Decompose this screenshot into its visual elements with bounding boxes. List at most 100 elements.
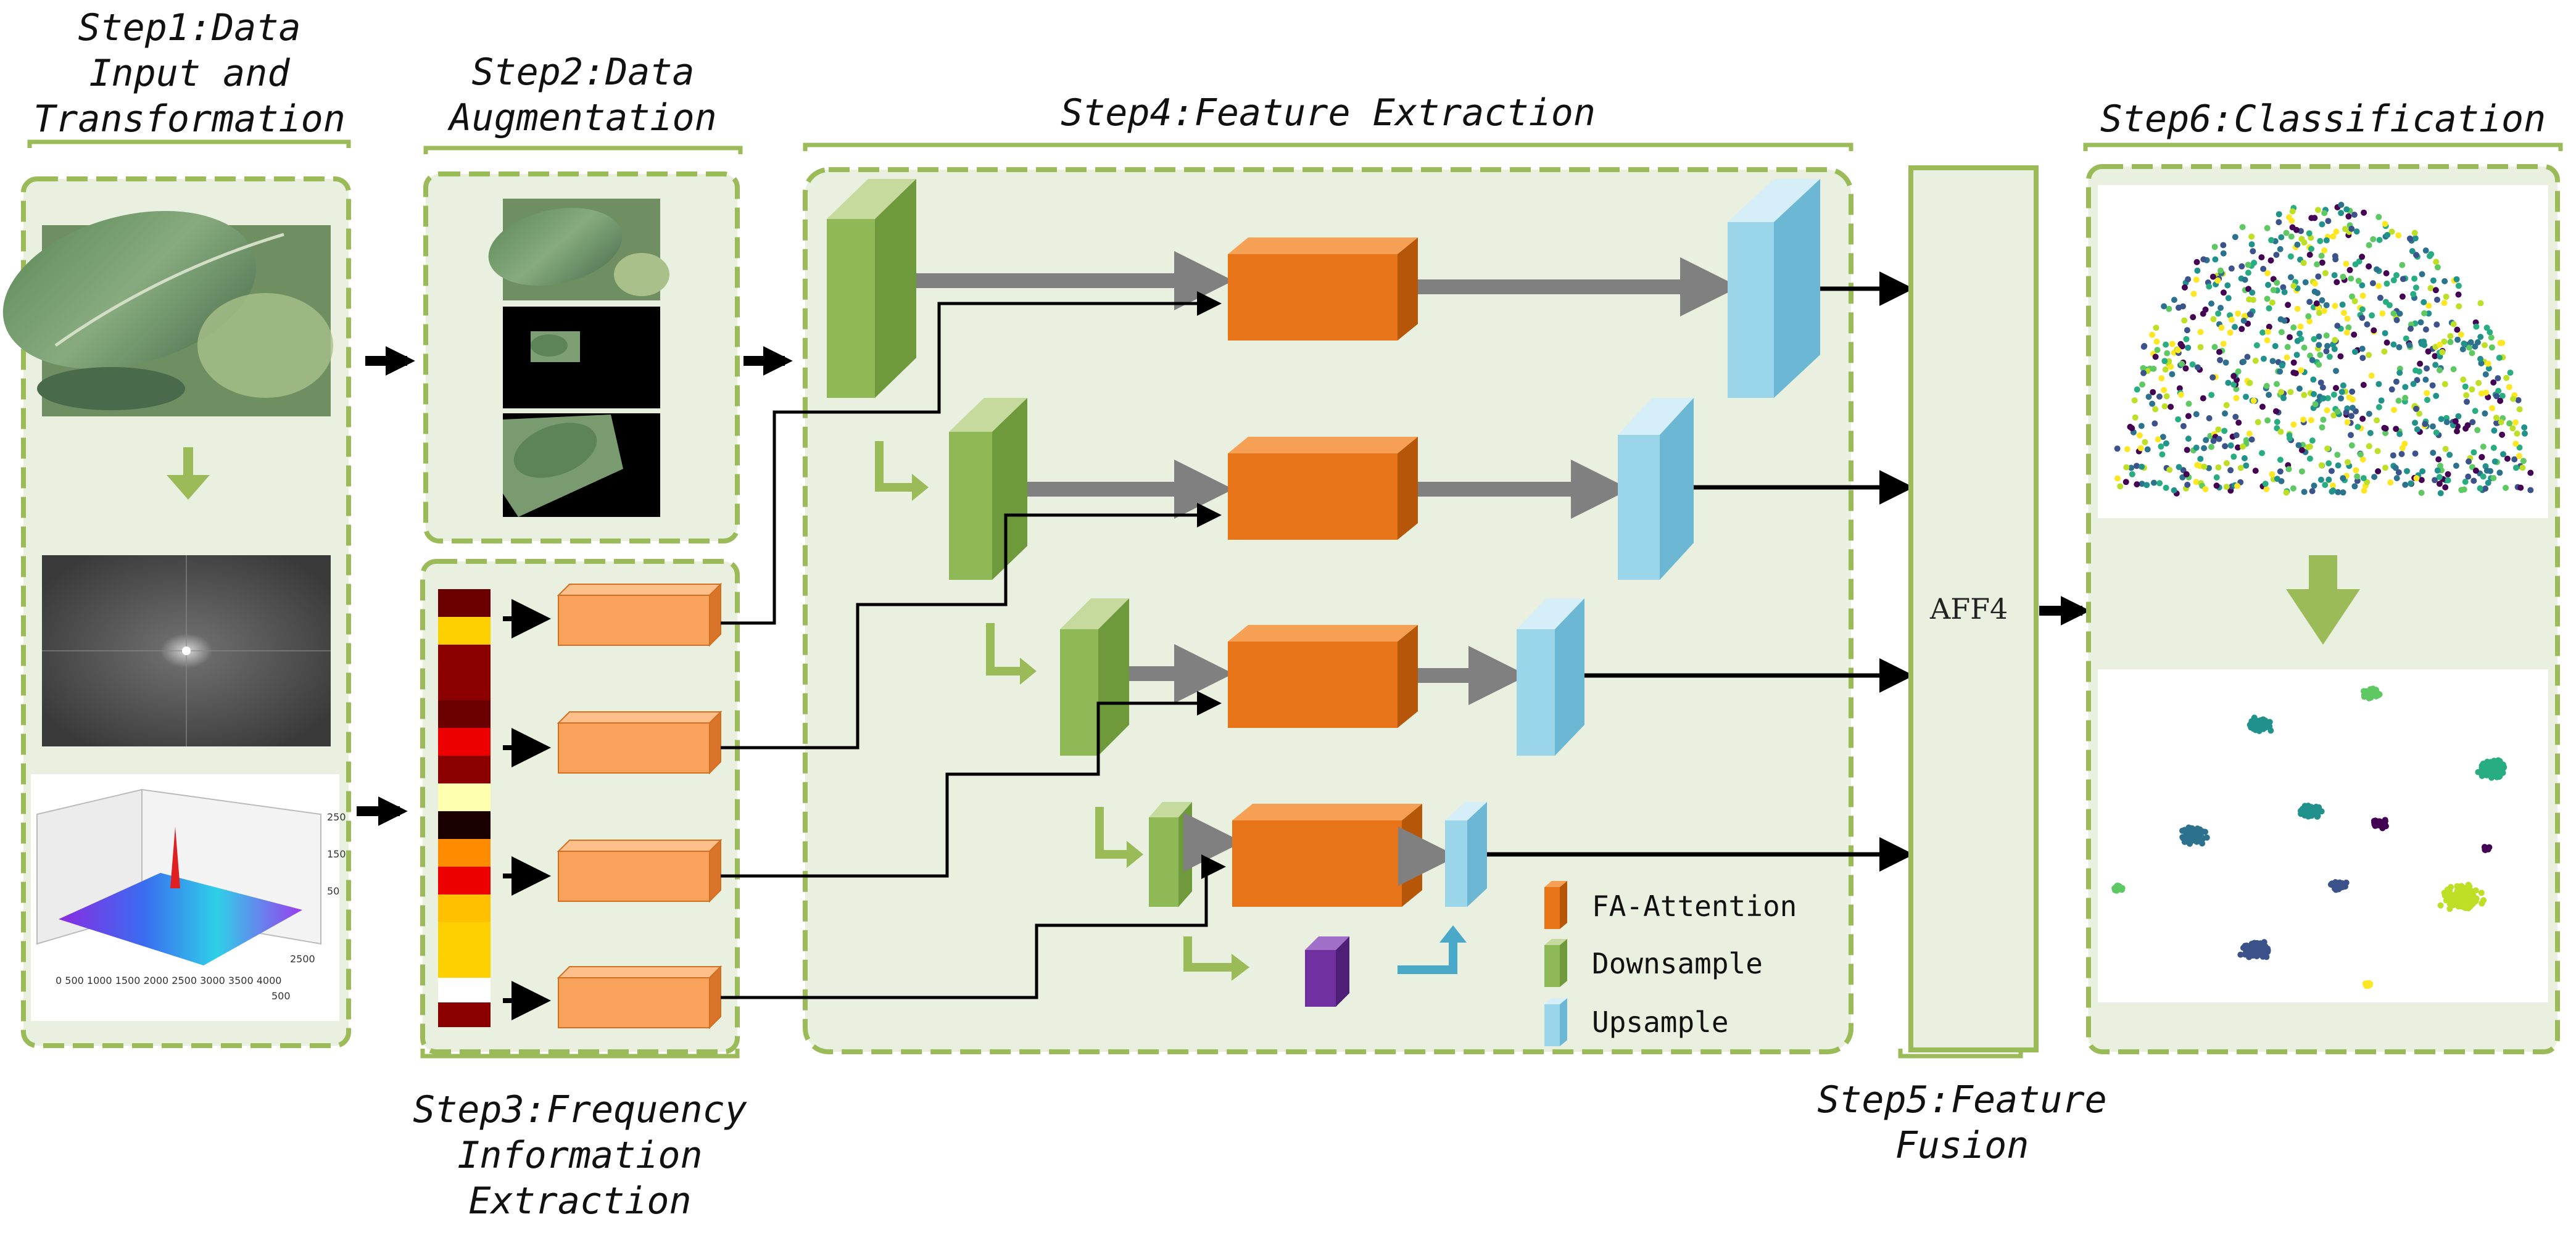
scatter-point: [2340, 475, 2346, 482]
scatter-point: [2140, 365, 2147, 371]
scatter-point: [2160, 434, 2166, 440]
scatter-point: [2412, 235, 2419, 242]
scatter-point: [2480, 444, 2487, 450]
scatter-point: [2200, 395, 2206, 402]
scatter-point: [2324, 342, 2330, 349]
scatter-point: [2298, 468, 2305, 475]
downsample-block-4: [1149, 802, 1192, 907]
scatter-point: [2161, 387, 2168, 394]
scatter-point: [2406, 235, 2413, 242]
scatter-point: [2190, 291, 2197, 297]
scatter-point: [2419, 468, 2426, 474]
scatter-point: [2418, 477, 2425, 484]
scatter-point: [2114, 475, 2121, 482]
clustered-scatter-plot: [2098, 669, 2548, 1002]
scatter-point: [2344, 419, 2351, 426]
scatter-point: [2289, 208, 2296, 215]
scatter-point: [2511, 456, 2518, 463]
scatter-point: [2220, 242, 2227, 249]
scatter-point: [2264, 295, 2271, 302]
fa-attention-block-3: [1228, 625, 1418, 728]
step5-title: Step5:Feature Fusion: [1808, 1077, 2116, 1168]
legend-swatch-upsample: [1544, 998, 1567, 1046]
scatter-point: [2243, 394, 2249, 400]
scatter-point: [2176, 464, 2182, 471]
scatter-point: [2288, 217, 2295, 224]
scatter-point: [2269, 471, 2276, 477]
scatter-point: [2290, 283, 2297, 289]
scatter-point: [2427, 285, 2434, 292]
scatter-point: [2399, 445, 2406, 452]
scatter-point: [2339, 301, 2346, 308]
scatter-point: [2422, 376, 2429, 383]
scatter-point: [2184, 327, 2190, 334]
scatter-point: [2309, 357, 2316, 363]
scatter-point: [2412, 450, 2419, 457]
scatter-point: [2215, 464, 2222, 471]
scatter-point: [2352, 261, 2359, 268]
scatter-point: [2310, 376, 2317, 383]
scatter-point: [2410, 381, 2417, 387]
scatter-point: [2485, 479, 2491, 486]
cluster-point: [2309, 808, 2316, 814]
scatter-point: [2313, 300, 2320, 307]
scatter-point: [2491, 428, 2498, 434]
scatter-point: [2507, 370, 2514, 376]
scatter-point: [2264, 328, 2271, 335]
scatter-point: [2264, 417, 2271, 424]
scatter-point: [2330, 412, 2337, 419]
scatter-point: [2224, 282, 2231, 289]
scatter-point: [2300, 260, 2307, 266]
scatter-point: [2175, 416, 2182, 423]
scatter-point: [2128, 465, 2135, 471]
scatter-point: [2211, 244, 2218, 250]
scatter-point: [2436, 481, 2443, 487]
scatter-point: [2156, 480, 2163, 487]
scatter-point: [2516, 406, 2523, 413]
scatter-point: [2390, 341, 2397, 348]
scatter-point: [2375, 283, 2382, 289]
clustered-scatter-plot-points: [2111, 685, 2508, 989]
scatter-point: [2260, 265, 2267, 272]
scatter-point: [2308, 246, 2314, 252]
scatter-point: [2218, 305, 2224, 312]
scatter-point: [2235, 419, 2242, 426]
downsample-block-3: [1060, 598, 1129, 756]
scatter-point: [2153, 324, 2160, 331]
scatter-point: [2447, 339, 2454, 345]
scatter-point: [2437, 367, 2443, 374]
scatter-point: [2222, 443, 2229, 450]
scatter-point: [2359, 456, 2366, 463]
scatter-point: [2252, 468, 2259, 474]
scatter-point: [2499, 340, 2506, 346]
scatter-point: [2215, 310, 2222, 317]
scatter-point: [2269, 299, 2276, 306]
scatter-point: [2153, 338, 2160, 345]
scatter-point: [2183, 336, 2190, 342]
scatter-point: [2414, 377, 2421, 384]
scatter-point: [2462, 383, 2469, 390]
scatter-point: [2399, 293, 2406, 300]
scatter-point: [2163, 341, 2169, 348]
cluster-point: [2179, 827, 2185, 834]
step4-title: Step4:Feature Extraction: [805, 90, 1851, 136]
scatter-point: [2340, 310, 2347, 316]
scatter-point: [2306, 299, 2313, 305]
step6-title-line1: Step6:Classification: [2100, 97, 2546, 141]
scatter-point: [2180, 423, 2187, 429]
cluster-point: [2334, 883, 2340, 890]
scatter-point: [2158, 375, 2165, 382]
scatter-point: [2323, 237, 2330, 244]
scatter-point: [2442, 484, 2449, 490]
scatter-point: [2183, 471, 2190, 477]
scatter-point: [2382, 425, 2389, 432]
scatter-point: [2351, 349, 2358, 355]
step1-title-line1: Step1:Data: [78, 6, 301, 49]
scatter-point: [2306, 444, 2313, 450]
scatter-point: [2408, 480, 2414, 487]
scatter-point: [2343, 409, 2350, 416]
scatter-point: [2393, 316, 2400, 323]
step2-title-bracket: [423, 146, 743, 154]
scatter-point: [2493, 415, 2499, 421]
scatter-point: [2475, 379, 2482, 386]
